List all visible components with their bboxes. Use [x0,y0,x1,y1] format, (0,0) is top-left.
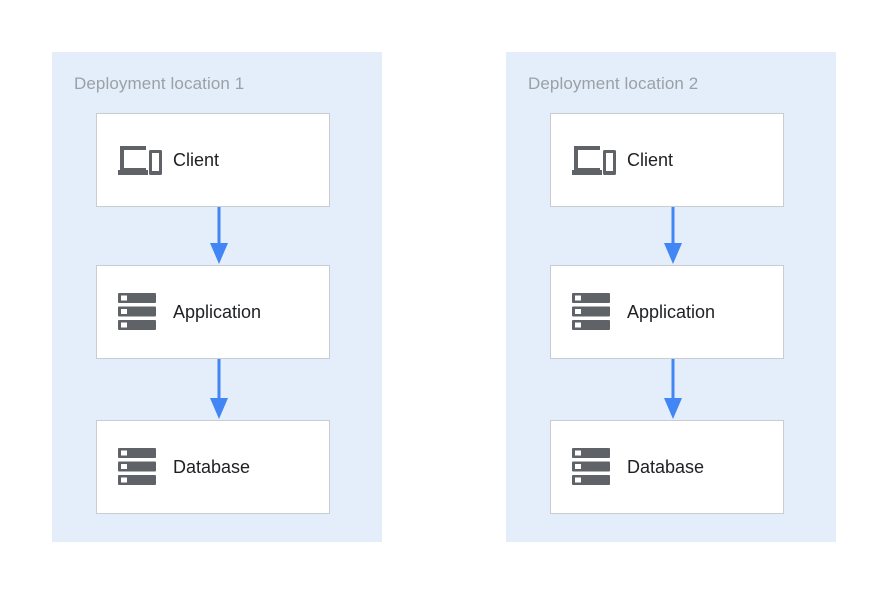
zone-title: Deployment location 2 [528,74,699,93]
node-label: Database [627,457,705,477]
node-label: Client [627,150,674,170]
node-label: Application [627,302,716,322]
node-database[interactable]: Database [550,420,784,514]
arrow-application-to-database [661,359,685,420]
devices-icon [111,142,167,178]
node-label: Database [173,457,251,477]
arrow-application-to-database [207,359,231,420]
devices-icon [565,142,621,178]
node-application[interactable]: Application [550,265,784,359]
node-client[interactable]: Client [96,113,330,207]
server-icon [565,447,621,487]
deployment-location-2-zone: Deployment location 2 Client [506,52,836,542]
server-icon [111,292,167,332]
arrow-client-to-application [661,207,685,265]
node-client[interactable]: Client [550,113,784,207]
server-icon [565,292,621,332]
server-icon [111,447,167,487]
node-database[interactable]: Database [96,420,330,514]
node-label: Client [173,150,220,170]
deployment-location-1-zone: Deployment location 1 Client [52,52,382,542]
node-label: Application [173,302,262,322]
zone-title: Deployment location 1 [74,74,245,93]
node-application[interactable]: Application [96,265,330,359]
arrow-client-to-application [207,207,231,265]
